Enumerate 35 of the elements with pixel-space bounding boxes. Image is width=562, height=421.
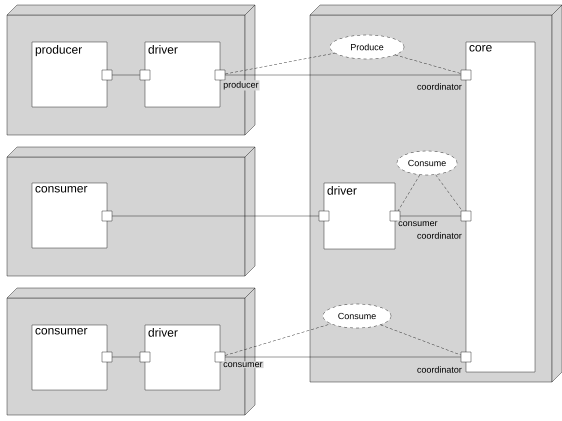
component-box: consumer [32,324,108,390]
component-box: driver [324,182,396,250]
port-label: coordinator [416,365,463,374]
port-label: consumer [222,361,264,368]
component-box: driver [144,324,220,390]
port-square [140,70,150,80]
connector-line [112,356,140,358]
port-square [214,352,226,362]
port-label: coordinator [416,82,463,91]
port-label: producer [222,80,260,91]
port-square [460,70,472,80]
component-box: producer [32,42,108,108]
connector-line [225,356,461,358]
dashed-line [398,174,420,211]
dashed-line [225,52,336,74]
port-square [140,352,150,362]
connector-line [112,74,140,76]
port-square [214,70,226,80]
dashed-line [435,174,462,211]
port-square [102,70,112,80]
dashed-line [225,324,331,356]
dashed-line [380,324,461,356]
port-square [460,210,472,222]
port-square [102,210,112,222]
port-label: coordinator [417,232,462,239]
component-box: core [466,42,536,372]
dashed-line [394,54,461,74]
connector-line [225,74,461,76]
port-square [102,352,112,362]
component-box: consumer [32,182,108,248]
port-square [460,352,472,362]
port-square [318,210,330,222]
component-box: driver [144,42,220,108]
port-square [390,210,400,222]
port-label: consumer [397,220,439,228]
